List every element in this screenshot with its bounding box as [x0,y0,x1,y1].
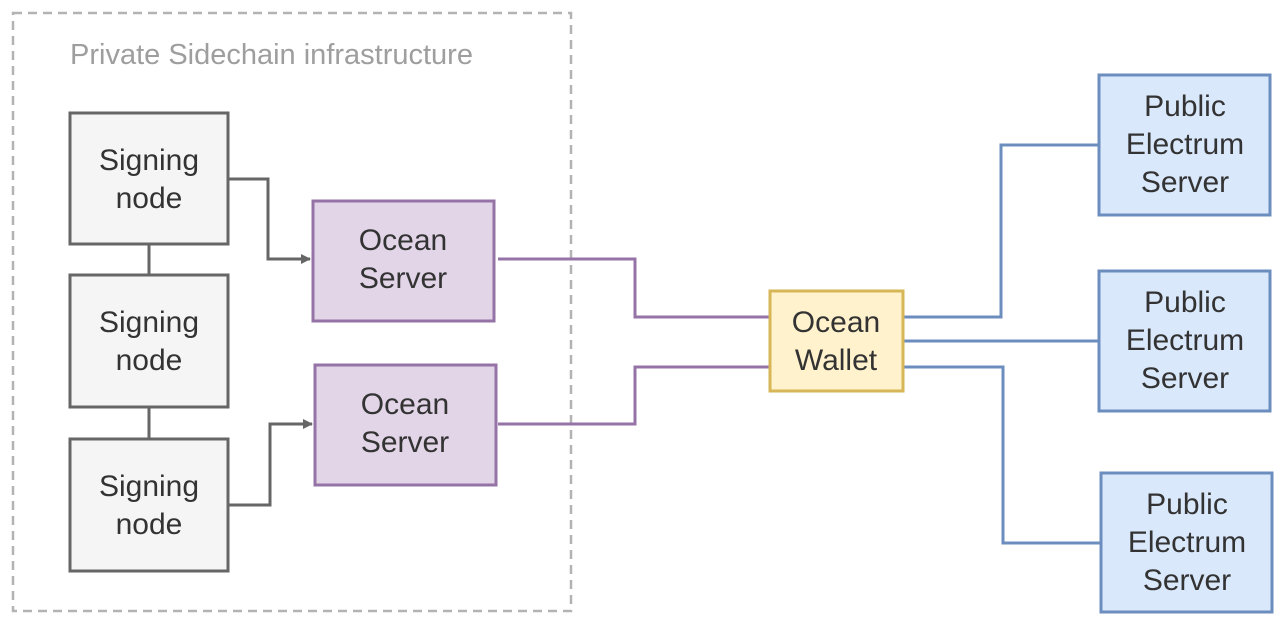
link-ocean-2-to-wallet [498,365,770,426]
signing-node-3-line2: node [116,508,183,541]
ocean-server-2: Ocean Server [313,363,498,487]
signing-node-3-line1: Signing [99,470,199,503]
electrum-server-1-line1: Public [1144,90,1226,123]
ocean-server-2-line2: Server [361,426,449,459]
signing-node-1: Signing node [68,111,230,246]
electrum-server-3-line2: Electrum [1128,526,1246,559]
arrow-signing-to-ocean-2 [228,419,313,507]
electrum-server-2-line1: Public [1144,286,1226,319]
electrum-server-1-line3: Server [1141,166,1229,199]
electrum-server-2-line2: Electrum [1126,324,1244,357]
ocean-wallet-line2: Wallet [795,344,878,377]
electrum-server-1-line2: Electrum [1126,128,1244,161]
ocean-server-2-line1: Ocean [361,388,449,421]
electrum-server-3-line1: Public [1146,488,1228,521]
ocean-server-1: Ocean Server [311,199,496,323]
signing-node-2-line2: node [116,344,183,377]
signing-node-2-line1: Signing [99,306,199,339]
arrow-signing-to-ocean-1 [228,177,311,264]
ocean-server-1-line1: Ocean [359,224,447,257]
electrum-server-2-line3: Server [1141,362,1229,395]
group-title: Private Sidechain infrastructure [70,39,473,71]
ocean-server-1-line2: Server [359,262,447,295]
electrum-server-2: Public Electrum Server [1097,269,1272,413]
link-wallet-to-electrum-1 [903,143,1099,319]
signing-node-1-line2: node [116,182,183,215]
electrum-server-1: Public Electrum Server [1097,73,1272,217]
ocean-wallet-line1: Ocean [792,306,880,339]
private-sidechain-group [11,11,573,613]
signing-node-1-line1: Signing [99,144,199,177]
electrum-server-3-line3: Server [1143,564,1231,597]
signing-node-2: Signing node [68,273,230,409]
link-ocean-1-to-wallet [498,257,770,319]
link-wallet-to-electrum-3 [903,365,1101,545]
signing-node-3: Signing node [68,437,230,573]
ocean-wallet: Ocean Wallet [768,289,905,393]
electrum-server-3: Public Electrum Server [1099,471,1274,614]
